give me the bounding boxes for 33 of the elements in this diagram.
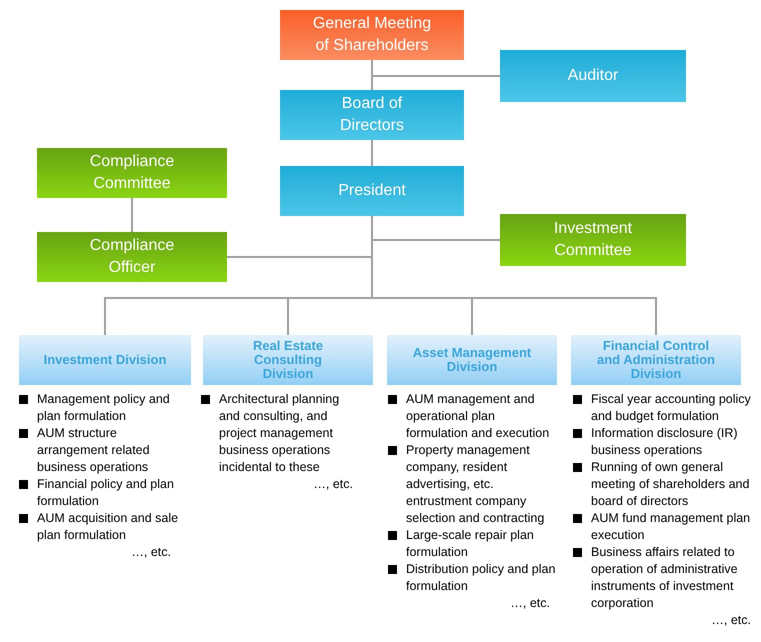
etc-note: …, etc. — [131, 544, 172, 561]
division-box: Asset Management Division — [387, 335, 557, 385]
connector-line — [371, 140, 373, 166]
division-box: Financial Control and Administration Division — [571, 335, 741, 385]
division-box: Real Estate Consulting Division — [203, 335, 373, 385]
duty-text: AUM acquisition and sale plan formulation — [37, 510, 179, 544]
connector-line — [371, 60, 500, 77]
duty-text: Business affairs related to operation of administrative instruments of investment corporation — [591, 544, 739, 612]
etc-note: …, etc. — [711, 612, 752, 629]
duty-text: Architectural planning and consulting, and project management business operations incidental to these — [219, 391, 340, 476]
org-box: General Meeting of Shareholders — [280, 10, 464, 60]
etc-note: …, etc. — [510, 595, 551, 612]
duty-text: AUM fund management plan execution — [591, 510, 752, 544]
duty-text: AUM management and operational plan formulation and execution — [406, 391, 550, 442]
org-box: Compliance Committee — [37, 148, 227, 198]
duty-text: Financial policy and plan formulation — [37, 476, 175, 510]
duty-text: Running of own general meeting of shareholders and board of directors — [591, 459, 750, 510]
org-box: Investment Committee — [500, 214, 686, 266]
duty-text: Large-scale repair plan formulation — [406, 527, 535, 561]
duty-text: Property management company, resident advertising, etc. entrustment company selection and contracting — [406, 442, 546, 527]
org-box: President — [280, 166, 464, 216]
duty-text: Management policy and plan formulation — [37, 391, 171, 425]
duty-text: Fiscal year accounting policy and budget formulation — [591, 391, 752, 425]
etc-note: …, etc. — [313, 476, 354, 493]
division-box: Investment Division — [19, 335, 191, 385]
duty-text: AUM structure arrangement related business operations — [37, 425, 151, 476]
org-box: Compliance Officer — [37, 232, 227, 282]
org-box: Auditor — [500, 50, 686, 102]
duty-text: Distribution policy and plan formulation — [406, 561, 556, 595]
connector-line — [371, 216, 657, 335]
duty-text: Information disclosure (IR) business operations — [591, 425, 739, 459]
connector-line — [131, 198, 133, 232]
org-box: Board of Directors — [280, 90, 464, 140]
